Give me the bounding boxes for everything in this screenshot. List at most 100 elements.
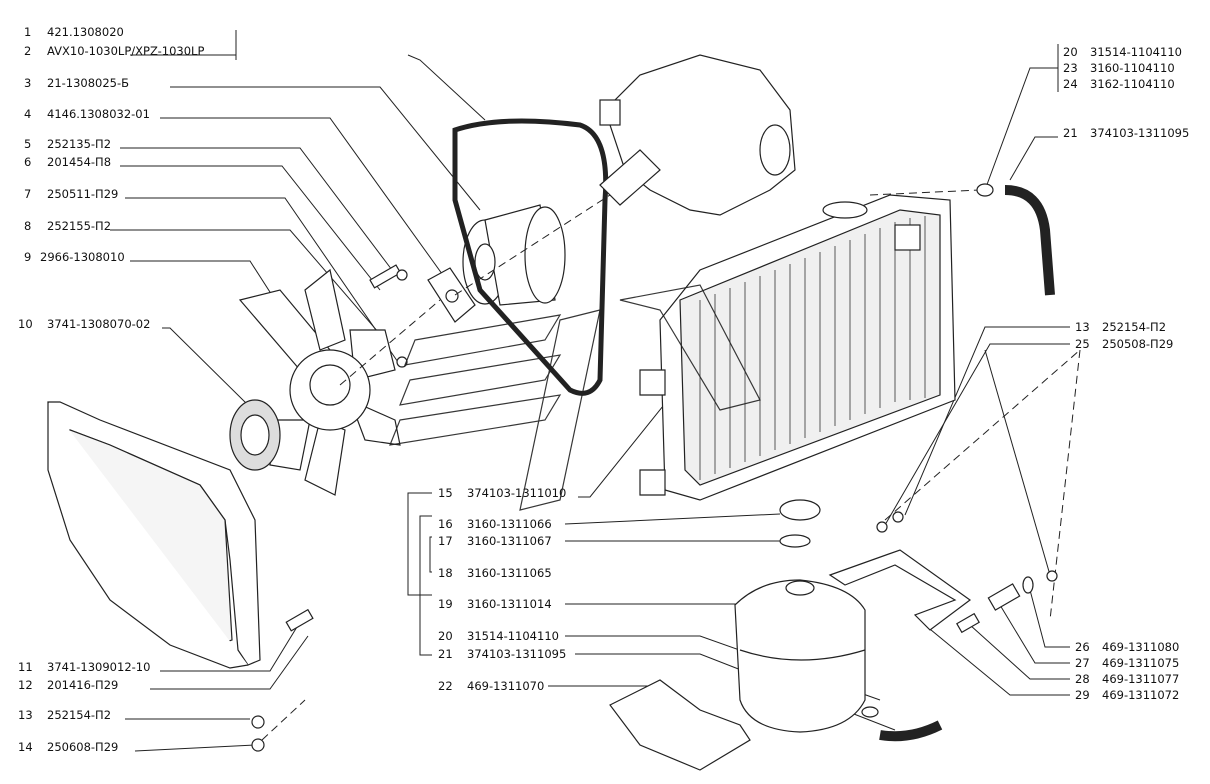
svg-text:22: 22: [438, 679, 453, 693]
svg-text:250608-П29: 250608-П29: [47, 740, 118, 754]
svg-text:25: 25: [1075, 337, 1090, 351]
svg-text:10: 10: [18, 317, 33, 331]
svg-text:2966-1308010: 2966-1308010: [40, 250, 125, 264]
leader-lines-left: [110, 54, 486, 752]
svg-text:469-1311077: 469-1311077: [1102, 672, 1179, 686]
svg-text:15: 15: [438, 486, 453, 500]
labels-left: 1 421.1308020 2 AVX10-1030LP/XPZ-1030LP 3 2…: [18, 25, 204, 754]
lower-hose: [861, 706, 943, 742]
svg-text:28: 28: [1075, 672, 1090, 686]
strap-spring: [956, 570, 1058, 634]
label-3: 3 21-1308025-Б: [24, 76, 129, 90]
svg-text:1: 1: [24, 25, 31, 39]
pump-pulley: [462, 204, 566, 306]
svg-text:24: 24: [1063, 77, 1078, 91]
watermark-outline: [389, 284, 761, 511]
svg-text:469-1311070: 469-1311070: [467, 679, 544, 693]
svg-text:20: 20: [1063, 45, 1078, 59]
svg-text:250511-П29: 250511-П29: [47, 187, 118, 201]
svg-text:26: 26: [1075, 640, 1090, 654]
svg-text:21: 21: [438, 647, 453, 661]
svg-text:252154-П2: 252154-П2: [47, 708, 111, 722]
shroud-bolt: [251, 608, 314, 752]
label-19: 19 3160-1311014: [438, 597, 552, 611]
svg-text:3162-1104110: 3162-1104110: [1090, 77, 1175, 91]
svg-text:9: 9: [24, 250, 31, 264]
nut-right: [892, 511, 904, 523]
svg-text:AVX10-1030LP/XPZ-1030LP: AVX10-1030LP/XPZ-1030LP: [47, 44, 204, 58]
svg-text:374103-1311095: 374103-1311095: [467, 647, 566, 661]
svg-text:4: 4: [24, 107, 31, 121]
svg-text:252135-П2: 252135-П2: [47, 137, 111, 151]
svg-text:252155-П2: 252155-П2: [47, 219, 111, 233]
upper-hose: [976, 183, 1055, 296]
label-26: 26 469-1311080: [1075, 640, 1179, 654]
svg-text:31514-1104110: 31514-1104110: [1090, 45, 1182, 59]
svg-text:2: 2: [24, 44, 31, 58]
water-pump: [599, 54, 796, 216]
label-13-left: 13 252154-П2: [18, 708, 111, 722]
svg-text:21: 21: [1063, 126, 1078, 140]
label-1: 1 421.1308020: [24, 25, 124, 39]
label-20-right: 20 31514-1104110: [1063, 45, 1182, 59]
svg-text:3: 3: [24, 76, 31, 90]
svg-text:20: 20: [438, 629, 453, 643]
radiator-core-fins: [699, 216, 926, 480]
svg-text:16: 16: [438, 517, 453, 531]
svg-text:374103-1311010: 374103-1311010: [467, 486, 566, 500]
svg-text:29: 29: [1075, 688, 1090, 702]
label-25: 25 250508-П29: [1075, 337, 1173, 351]
svg-text:6: 6: [24, 155, 31, 169]
svg-text:3160-1311014: 3160-1311014: [467, 597, 552, 611]
svg-text:3160-1104110: 3160-1104110: [1090, 61, 1175, 75]
svg-text:11: 11: [18, 660, 33, 674]
expansion-tank: [734, 579, 866, 733]
label-15: 15 374103-1311010: [438, 486, 566, 500]
label-16: 16 3160-1311066: [438, 517, 552, 531]
svg-text:374103-1311095: 374103-1311095: [1090, 126, 1189, 140]
svg-text:3160-1311067: 3160-1311067: [467, 534, 552, 548]
svg-text:13: 13: [1075, 320, 1090, 334]
fan-assembly: [229, 268, 401, 496]
svg-text:19: 19: [438, 597, 453, 611]
svg-text:469-1311080: 469-1311080: [1102, 640, 1179, 654]
label-8: 8 252155-П2: [24, 219, 111, 233]
label-21-center: 21 374103-1311095: [438, 647, 566, 661]
svg-text:21-1308025-Б: 21-1308025-Б: [47, 76, 129, 90]
label-20-center: 20 31514-1104110: [438, 629, 559, 643]
washer-right: [876, 521, 888, 533]
label-10: 10 3741-1308070-02: [18, 317, 150, 331]
label-22: 22 469-1311070: [438, 679, 544, 693]
label-4: 4 4146.1308032-01: [24, 107, 150, 121]
svg-text:13: 13: [18, 708, 33, 722]
radiator: [639, 194, 956, 501]
label-2: 2 AVX10-1030LP/XPZ-1030LP: [24, 44, 204, 58]
svg-text:421.1308020: 421.1308020: [47, 25, 124, 39]
label-21-right: 21 374103-1311095: [1063, 126, 1189, 140]
label-24: 24 3162-1104110: [1063, 77, 1175, 91]
fan-bolt: [369, 264, 408, 368]
svg-text:250508-П29: 250508-П29: [1102, 337, 1173, 351]
tank-strap: [828, 549, 972, 631]
svg-text:7: 7: [24, 187, 31, 201]
svg-text:8: 8: [24, 219, 31, 233]
svg-text:4146.1308032-01: 4146.1308032-01: [47, 107, 150, 121]
svg-text:18: 18: [438, 566, 453, 580]
svg-text:3741-1308070-02: 3741-1308070-02: [47, 317, 150, 331]
svg-text:31514-1104110: 31514-1104110: [467, 629, 559, 643]
leader-lines-right: [884, 67, 1070, 696]
svg-text:27: 27: [1075, 656, 1090, 670]
svg-text:3160-1311066: 3160-1311066: [467, 517, 552, 531]
tank-cap: [779, 499, 821, 548]
